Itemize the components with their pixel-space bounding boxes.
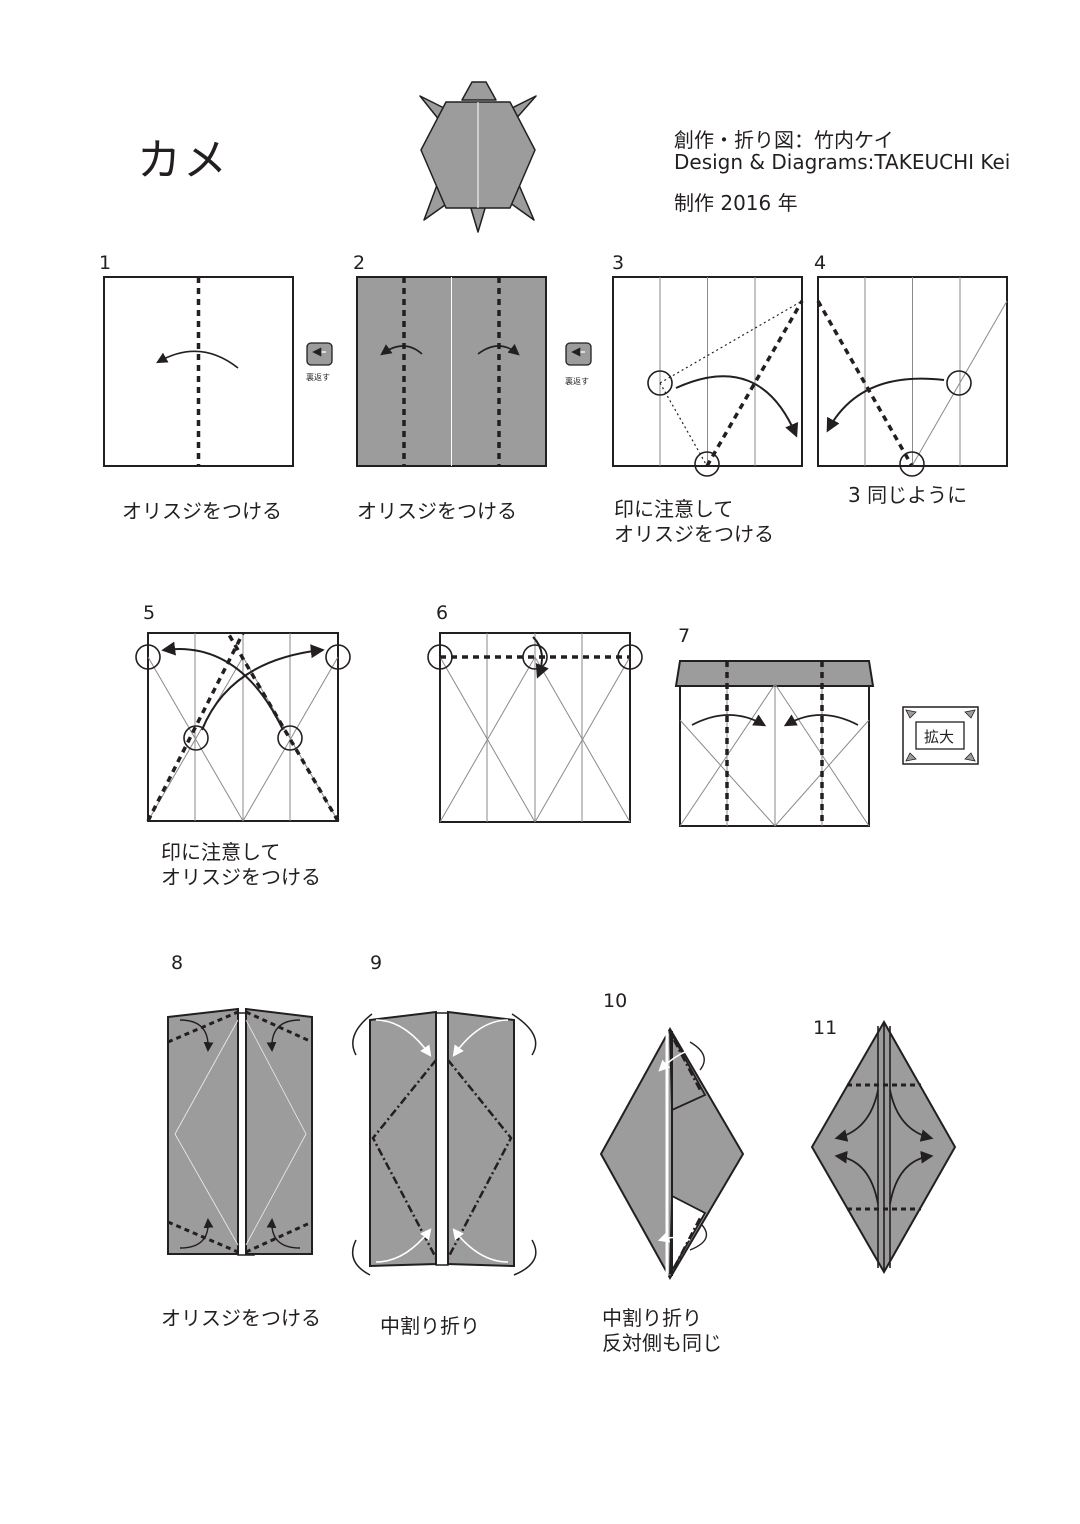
step-6-diagram [427,632,643,823]
step-caption: オリスジをつける [161,1306,321,1330]
turn-over-icon [306,342,333,366]
step-number: 2 [353,252,366,274]
step-caption: 印に注意して オリスジをつける [614,497,774,546]
step-caption: 中割り折り [380,1314,480,1338]
step-number: 9 [370,952,383,974]
step-11-diagram [810,1019,957,1275]
turn-over-label: 裏返す [565,377,589,386]
step-5-diagram [135,632,351,822]
production-year: 制作 2016 年 [674,191,798,215]
credit-japanese: 創作・折り図：竹内ケイ [674,128,894,152]
turn-over-label: 裏返す [306,373,330,382]
step-8-diagram [167,1007,313,1256]
turtle-illustration [419,81,537,233]
enlarge-icon [902,706,979,765]
turn-over-icon [565,342,592,366]
step-caption: オリスジをつける [122,499,282,523]
step-caption: オリスジをつける [357,499,517,523]
step-2-diagram [356,276,547,467]
step-1-diagram [103,276,294,467]
step-caption: 3 同じように [848,483,968,507]
step-number: 3 [612,252,625,274]
step-number: 1 [99,252,112,274]
enlarge-label: 拡大 [924,728,955,746]
step-number: 7 [678,625,691,647]
step-number: 5 [143,602,156,624]
step-number: 4 [814,252,827,274]
step-4-diagram [816,276,1008,477]
step-number: 6 [436,602,449,624]
step-10-diagram [599,1026,745,1281]
step-caption: 中割り折り 反対側も同じ [602,1306,722,1355]
step-7-diagram [674,660,875,827]
credit-english: Design & Diagrams:TAKEUCHI Kei [674,150,1011,174]
step-number: 8 [171,952,184,974]
step-number: 11 [813,1017,838,1039]
page-title: カメ [137,135,229,186]
step-number: 10 [603,990,628,1012]
step-3-diagram [612,276,804,477]
step-9-diagram [352,1010,537,1276]
step-caption: 印に注意して オリスジをつける [161,840,321,889]
